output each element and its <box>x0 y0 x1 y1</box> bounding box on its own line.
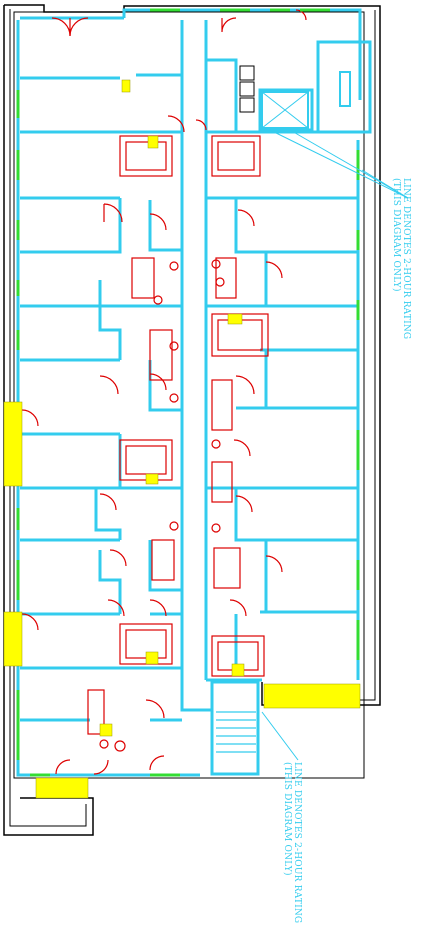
rating-note-bottom-line1: LINE DENOTES 2-HOUR RATING <box>292 762 302 924</box>
elevator <box>239 65 351 129</box>
rating-note-bottom-line2: (THIS DIAGRAM ONLY) <box>282 762 292 876</box>
rating-note-top-line2: (THIS DIAGRAM ONLY) <box>391 178 401 292</box>
leader-lines <box>261 129 409 761</box>
highlights <box>3 79 361 799</box>
rating-note-top: LINE DENOTES 2-HOUR RATING (THIS DIAGRAM… <box>391 178 411 339</box>
rated-walls <box>16 8 372 777</box>
windows <box>16 8 360 777</box>
fixtures <box>21 9 307 775</box>
stair <box>216 711 256 753</box>
rating-note-bottom: LINE DENOTES 2-HOUR RATING (THIS DIAGRAM… <box>282 762 302 923</box>
rating-note-top-line1: LINE DENOTES 2-HOUR RATING <box>401 178 411 340</box>
